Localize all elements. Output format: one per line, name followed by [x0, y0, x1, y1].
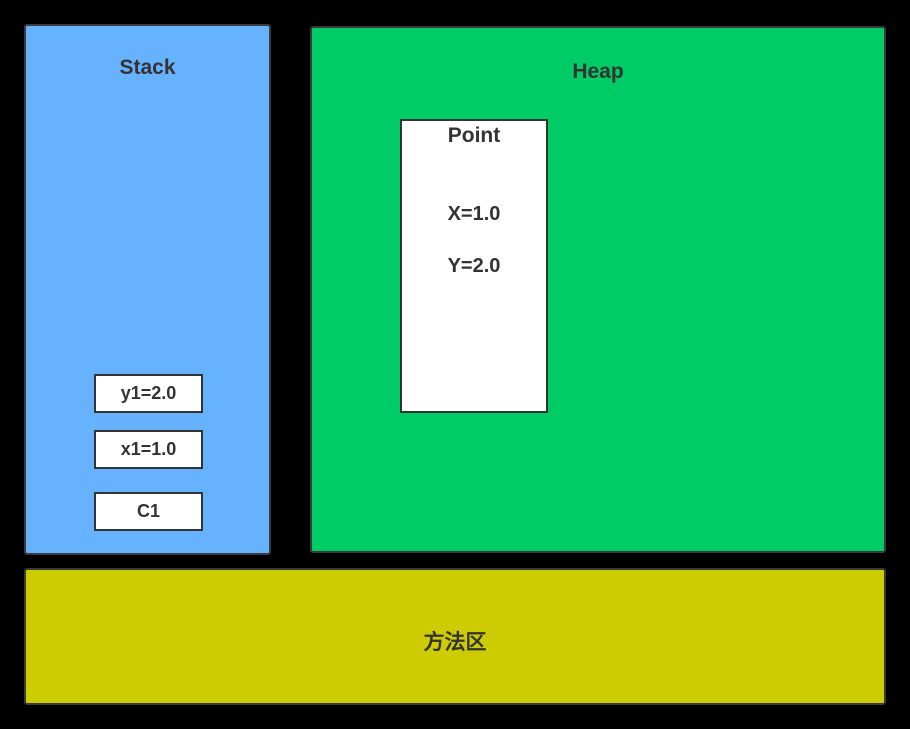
point-field-x: X=1.0 — [447, 203, 501, 225]
point-object-title: Point — [447, 124, 501, 147]
stack-slot-x1: x1=1.0 — [94, 430, 203, 469]
point-object: Point X=1.0 Y=2.0 — [400, 119, 548, 413]
stack-region: Stack y1=2.0 x1=1.0 C1 — [24, 24, 271, 555]
stack-title: Stack — [119, 56, 176, 79]
method-area-title: 方法区 — [423, 630, 487, 654]
point-field-y: Y=2.0 — [447, 255, 501, 277]
stack-slot-y1: y1=2.0 — [94, 374, 203, 413]
heap-region: Heap Point X=1.0 Y=2.0 — [310, 26, 886, 553]
stack-slot-c1: C1 — [94, 492, 203, 531]
method-area-region: 方法区 — [24, 568, 886, 705]
heap-title: Heap — [572, 60, 624, 83]
